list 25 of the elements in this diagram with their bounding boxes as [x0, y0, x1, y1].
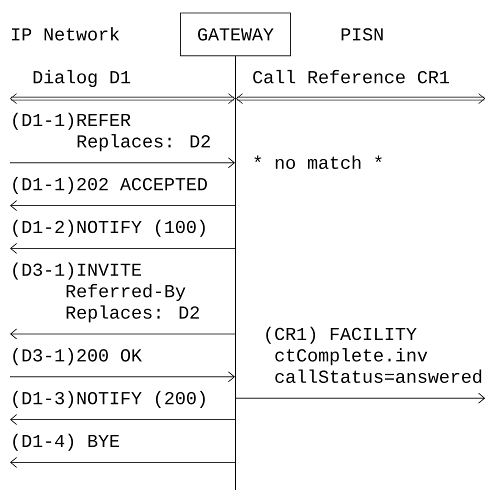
- arrow: [10, 328, 236, 340]
- gateway-box: GATEWAY: [180, 12, 291, 56]
- edge-label: (D1-1)202 ACCEPTED: [13, 176, 207, 194]
- lifeline: [235, 56, 236, 490]
- arrow: [10, 157, 235, 168]
- arrow: [236, 392, 486, 404]
- edge-label: (D1-4) BYE: [13, 434, 120, 451]
- edge-label: (D1-3)NOTIFY (200): [13, 390, 205, 408]
- edge-label: Call Reference CR1: [253, 70, 449, 84]
- edge-label: (D1-1)REFER Replaces: D2: [13, 112, 210, 152]
- arrow: [10, 242, 236, 254]
- column-heading: IP Network: [12, 27, 120, 41]
- edge-label: (CR1) FACILITY ctComplete.inv callStatus=answered: [266, 326, 482, 384]
- edge-label: (D3-1)200 OK: [13, 348, 142, 366]
- arrow: [236, 93, 486, 104]
- edge-label: (D1-2)NOTIFY (100): [13, 220, 205, 237]
- arrow: [10, 200, 236, 211]
- edge-label: Dialog D1: [34, 70, 130, 87]
- arrow: [10, 371, 235, 382]
- column-heading: PISN: [342, 28, 383, 41]
- note: * no match *: [254, 156, 382, 169]
- arrow: [10, 457, 236, 468]
- arrow: [10, 93, 235, 104]
- arrow: [10, 414, 236, 425]
- edge-label: (D3-1)INVITE Referred-By Replaces: D2: [13, 262, 199, 322]
